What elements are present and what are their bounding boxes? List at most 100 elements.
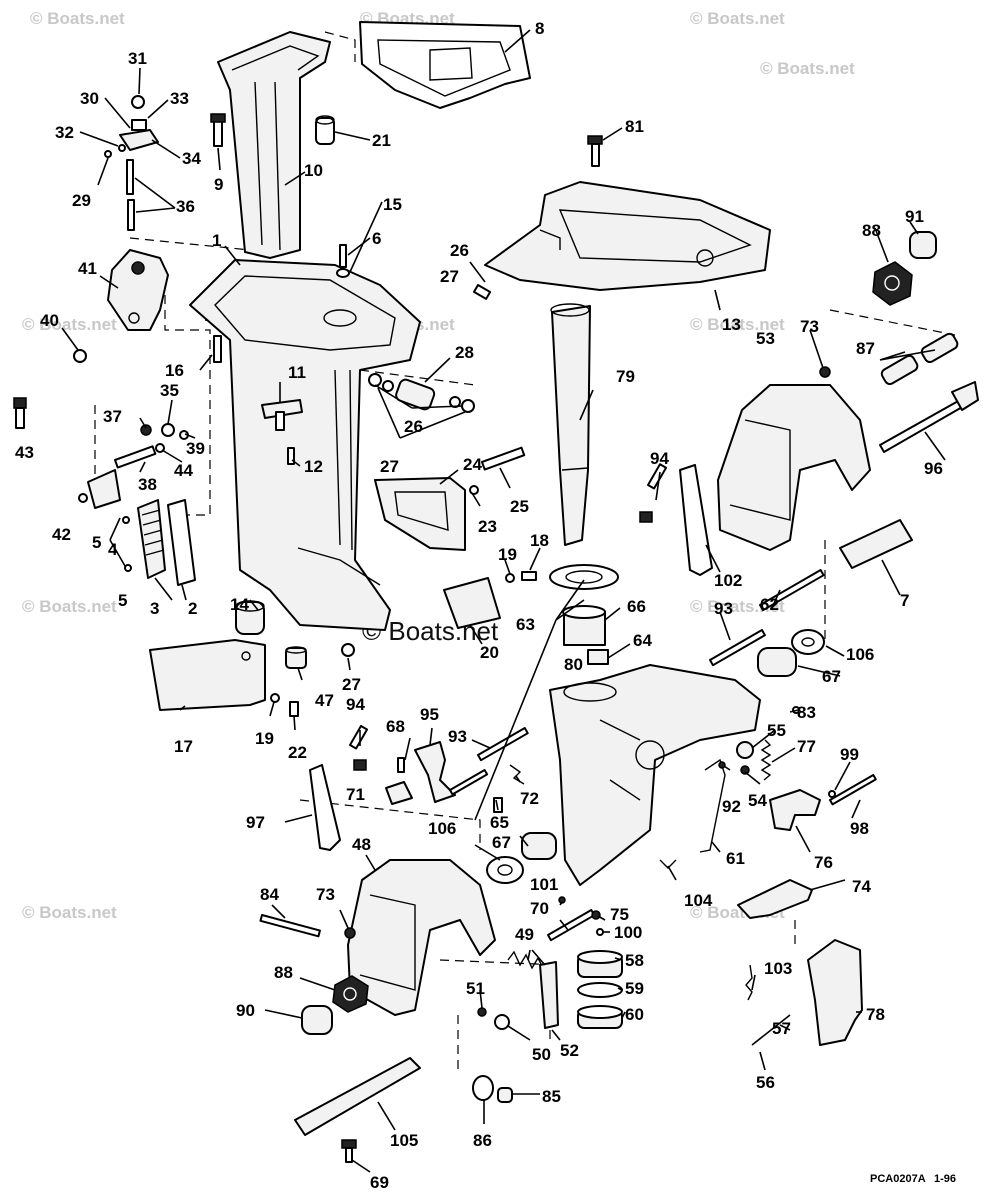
part-95-rod	[449, 769, 489, 796]
callout-67: 67	[822, 667, 841, 686]
part-94-bolt	[639, 463, 668, 523]
callout-31: 31	[128, 49, 147, 68]
assembly-dashed-lines	[94, 31, 956, 1070]
part-6-stud	[339, 244, 347, 268]
part-63-washer	[549, 564, 619, 590]
part-87-bushing	[920, 332, 959, 364]
part-12-screw	[287, 447, 295, 465]
part-66-bushing	[562, 605, 606, 646]
part-81-bolt	[587, 135, 603, 167]
part-91-cap	[909, 231, 937, 259]
callout-15: 15	[383, 195, 402, 214]
part-3-plate	[137, 499, 166, 579]
part-15-nut	[336, 268, 350, 278]
callout-87: 87	[856, 339, 875, 358]
parts-4-5-screws	[122, 516, 132, 572]
part-24-bracket	[374, 477, 466, 551]
callout-98: 98	[850, 819, 869, 838]
part-50-washer	[494, 1014, 510, 1030]
callout-19: 19	[255, 729, 274, 748]
part-13-swivel-bracket	[484, 181, 771, 291]
callout-73: 73	[316, 885, 335, 904]
part-84-bolt	[259, 913, 321, 938]
callout-66: 66	[627, 597, 646, 616]
callout-27: 27	[380, 457, 399, 476]
callout-97: 97	[246, 813, 265, 832]
watermark: © Boats.net	[690, 9, 785, 28]
part-80-swivel-bracket	[549, 664, 761, 886]
callout-106: 106	[846, 645, 874, 664]
callout-80: 80	[564, 655, 583, 674]
callout-5: 5	[118, 591, 127, 610]
callout-1: 1	[212, 231, 221, 250]
callout-104: 104	[684, 891, 713, 910]
part-65-screw	[493, 797, 503, 813]
part-74-lever	[737, 879, 813, 919]
part-41-lever-bracket	[107, 249, 169, 331]
callout-11: 11	[288, 363, 306, 382]
callout-56: 56	[756, 1073, 775, 1092]
part-85-nut	[497, 1087, 513, 1103]
part-100-washer	[596, 928, 604, 936]
part-7-tube	[839, 519, 913, 569]
part-105-tube	[294, 1057, 421, 1136]
callout-101: 101	[530, 875, 558, 894]
callout-37: 37	[103, 407, 122, 426]
callout-38: 38	[138, 475, 157, 494]
callout-5: 5	[92, 533, 101, 552]
callout-28: 28	[455, 343, 474, 362]
callout-93: 93	[448, 727, 467, 746]
part-55-knob	[736, 741, 754, 759]
callout-67: 67	[492, 833, 511, 852]
callout-labels: 8 31 30 33 32 34 29 36 9 10 21 81 1 15 6…	[15, 19, 943, 1192]
part-103-spring	[745, 964, 753, 1001]
callout-63: 63	[516, 615, 535, 634]
part-20-bracket	[443, 577, 501, 629]
part-77-spring	[760, 739, 772, 781]
callout-41: 41	[78, 259, 97, 278]
part-88-nut	[332, 975, 369, 1013]
part-97-link	[309, 764, 341, 851]
callout-78: 78	[866, 1005, 885, 1024]
callout-94: 94	[346, 695, 365, 714]
part-68-screw	[397, 757, 405, 773]
callout-35: 35	[160, 381, 179, 400]
part-19-washer	[270, 693, 280, 703]
callout-13: 13	[722, 315, 741, 334]
callout-9: 9	[214, 175, 223, 194]
watermark: © Boats.net	[30, 9, 125, 28]
callout-92: 92	[722, 797, 741, 816]
callout-44: 44	[174, 461, 193, 480]
callout-47: 47	[315, 691, 334, 710]
part-10-exhaust-housing	[217, 31, 331, 259]
callout-10: 10	[304, 161, 323, 180]
callout-59: 59	[625, 979, 644, 998]
callout-12: 12	[304, 457, 323, 476]
part-8-gasket	[359, 21, 531, 109]
parts-37-44-shaft	[78, 423, 189, 509]
callout-43: 43	[15, 443, 34, 462]
callout-60: 60	[625, 1005, 644, 1024]
part-57-pin	[751, 1014, 791, 1046]
callout-6: 6	[372, 229, 381, 248]
callout-54: 54	[748, 791, 767, 810]
part-25-bolt	[481, 446, 526, 471]
part-99-pin	[828, 790, 836, 798]
callout-17: 17	[174, 737, 193, 756]
callout-18: 18	[530, 531, 549, 550]
callout-25: 25	[510, 497, 529, 516]
part-95-bracket	[414, 741, 456, 803]
part-49-spring	[507, 950, 545, 971]
callout-65: 65	[490, 813, 509, 832]
callout-70: 70	[530, 899, 549, 918]
callout-40: 40	[40, 311, 59, 330]
callout-94: 94	[650, 449, 669, 468]
part-72-spring	[509, 764, 525, 785]
parts-29-36-linkage	[104, 95, 159, 231]
part-40-washer	[73, 349, 87, 363]
callout-29: 29	[72, 191, 91, 210]
callout-64: 64	[633, 631, 652, 650]
callout-106: 106	[428, 819, 456, 838]
part-27-pin	[473, 284, 492, 300]
